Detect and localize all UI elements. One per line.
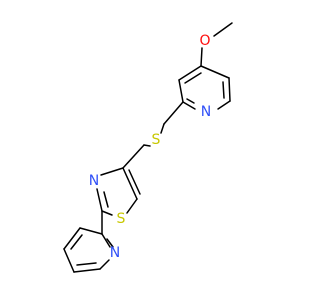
- bond-s-c2-thiazole: [101, 210, 113, 216]
- bond-c3-c2-pyridyl: [79, 227, 103, 235]
- bond-c2-ch2: [163, 101, 184, 125]
- bond-ch2-s: [160, 123, 165, 134]
- atom-n-pyridyl: N: [110, 245, 120, 261]
- bond-c5-c6: [228, 77, 231, 102]
- bond-n-c6-pyridyl: [99, 259, 110, 270]
- bond-c6-c5-pyridyl: [73, 268, 101, 273]
- bond-pyridyl-n-inner: [106, 238, 114, 248]
- bond-c4-c5-thiazole-inner: [128, 169, 141, 195]
- bond-n-c4-thiazole: [100, 167, 124, 176]
- bond-c2-n-thiazole: [96, 188, 103, 212]
- bond-c4-c3-pyridyl-inner: [70, 234, 83, 250]
- atom-s-thiazole: S: [117, 211, 126, 227]
- atom-s-thioether: S: [152, 132, 161, 148]
- bond-c4-c5: [200, 65, 230, 79]
- bond-c6-c5-pyridyl-inner: [76, 262, 97, 266]
- bond-n-c2-inner: [186, 98, 195, 104]
- bond-n-c2: [182, 101, 196, 110]
- bond-c5-c6-inner: [222, 81, 225, 99]
- atom-labels: O N S N S N: [89, 33, 211, 261]
- bond-c5-s-thiazole: [126, 198, 138, 214]
- bond-c2-n-thiazole-inner: [103, 191, 109, 208]
- bonds: [63, 22, 233, 273]
- bond-methyl-o: [213, 22, 233, 37]
- canvas-background: [0, 0, 300, 300]
- bond-c3-c4-inner: [184, 72, 202, 84]
- bond-c4-c3-pyridyl: [63, 227, 81, 250]
- bond-c5-c4-pyridyl: [63, 248, 75, 273]
- molecule-structure: O N S N S N: [0, 0, 300, 300]
- bond-pyridyl-n: [101, 233, 111, 248]
- atom-n-methoxypyridine: N: [201, 104, 211, 120]
- bond-ch2-c4thiazole: [122, 144, 145, 169]
- bond-o-c4: [200, 47, 203, 67]
- bond-c6-n: [217, 100, 231, 110]
- atom-o-methoxy: O: [199, 33, 210, 49]
- bond-s-ch2: [143, 144, 151, 147]
- bond-c4-c5-thiazole: [122, 167, 138, 200]
- bond-c2-c3: [178, 79, 184, 103]
- atom-n-thiazole: N: [89, 173, 99, 189]
- bond-c3-c4: [178, 65, 202, 81]
